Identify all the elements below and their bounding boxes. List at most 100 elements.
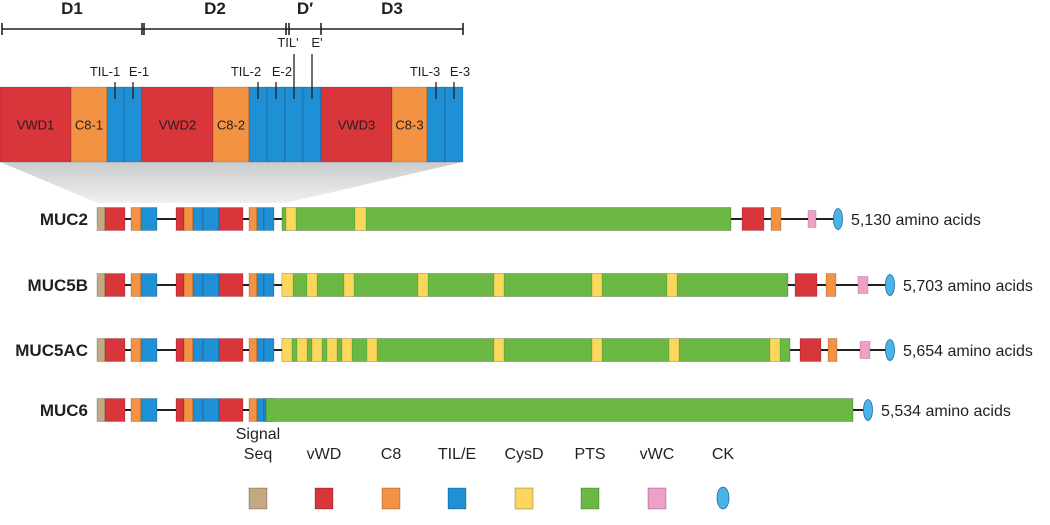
legend-item-pts: PTS — [574, 446, 606, 510]
zoom-wedge — [0, 162, 463, 203]
domain-c8 — [248, 207, 258, 231]
header-block-c8 — [391, 86, 428, 163]
domain-vwc — [857, 276, 869, 294]
domain-vwd — [104, 398, 126, 422]
callout-label-e-prime: E' — [311, 35, 322, 50]
legend-item-cysd: CysD — [504, 446, 544, 510]
protein-name-muc6: MUC6 — [40, 401, 88, 420]
region-label-d2: D2 — [204, 0, 226, 18]
domain-label-vwd2: VWD2 — [159, 118, 197, 133]
domain-pts — [281, 273, 789, 297]
legend-label-signal: Signal — [236, 426, 280, 443]
domain-til — [263, 338, 275, 362]
region-label-dprime: D′ — [297, 0, 313, 18]
protein-name-muc2: MUC2 — [40, 210, 88, 229]
domain-vwd — [175, 338, 185, 362]
legend-swatch-signal — [248, 487, 268, 510]
domain-vwc — [807, 210, 817, 228]
domain-ck — [885, 274, 895, 296]
domain-cysd — [354, 207, 367, 231]
domain-c8 — [248, 273, 258, 297]
domain-c8 — [770, 207, 782, 231]
protein-name-muc5b: MUC5B — [28, 276, 88, 295]
domain-signal — [96, 338, 106, 362]
domain-vwd — [218, 273, 244, 297]
domain-til — [192, 398, 204, 422]
domain-til — [192, 207, 204, 231]
legend-item-ck: CK — [712, 446, 735, 510]
legend-label-vwc: vWC — [640, 446, 675, 463]
domain-vwc — [859, 341, 871, 359]
domain-ck — [833, 208, 843, 230]
legend-swatch-c8 — [381, 487, 401, 510]
domain-vwd — [218, 338, 244, 362]
domain-vwd — [104, 207, 126, 231]
domain-label-c8-2: C8-2 — [217, 118, 245, 133]
region-label-d3: D3 — [381, 0, 403, 18]
domain-cysd — [341, 338, 353, 362]
region-label-d1: D1 — [61, 0, 83, 18]
callout-label-e-3: E-3 — [450, 64, 470, 79]
domain-signal — [96, 207, 106, 231]
domain-cysd — [666, 273, 678, 297]
legend-label-til: TIL/E — [438, 446, 476, 463]
domain-cysd — [591, 338, 603, 362]
domain-cysd — [281, 338, 293, 362]
domain-cysd — [493, 273, 505, 297]
domain-til — [202, 398, 220, 422]
domain-c8 — [130, 273, 142, 297]
domain-pts — [281, 207, 732, 231]
zoom-fan — [0, 162, 463, 203]
domain-label-vwd3: VWD3 — [338, 118, 376, 133]
callout-label-e-2: E-2 — [272, 64, 292, 79]
legend-label-c8: C8 — [381, 446, 402, 463]
domain-til — [202, 207, 220, 231]
domain-c8 — [183, 338, 194, 362]
domain-c8 — [248, 338, 258, 362]
callout-label-til-2: TIL-2 — [231, 64, 261, 79]
domain-vwd — [104, 273, 126, 297]
legend-swatch-vwd — [314, 487, 334, 510]
domain-cysd — [311, 338, 323, 362]
domain-c8 — [183, 273, 194, 297]
legend-label-cysd: CysD — [504, 446, 543, 463]
domain-signal — [96, 273, 106, 297]
domain-til — [263, 273, 275, 297]
legend-swatch-vwc — [647, 487, 667, 510]
domain-til — [256, 207, 265, 231]
domain-cysd — [285, 207, 297, 231]
domain-til — [263, 207, 275, 231]
legend-label-ck: CK — [712, 446, 735, 463]
domain-cysd — [281, 273, 294, 297]
domain-c8 — [827, 338, 838, 362]
domain-cysd — [366, 338, 378, 362]
domain-ck — [863, 399, 873, 421]
domain-vwd — [794, 273, 818, 297]
callout-label-e-1: E-1 — [129, 64, 149, 79]
domain-pts — [265, 398, 854, 422]
domain-til — [256, 338, 265, 362]
legend-item-vwc: vWC — [640, 446, 675, 510]
protein-length-muc5ac: 5,654 amino acids — [903, 343, 1033, 360]
domain-vwd — [175, 207, 185, 231]
domain-til — [140, 398, 158, 422]
legend-swatch-pts — [580, 487, 600, 510]
domain-vwd — [741, 207, 765, 231]
domain-vwd — [218, 398, 244, 422]
legend-label-vwd: vWD — [307, 446, 342, 463]
domain-til — [140, 273, 158, 297]
legend-label-signal: Seq — [244, 446, 272, 463]
protein-name-muc5ac: MUC5AC — [15, 341, 88, 360]
legend-item-c8: C8 — [381, 446, 402, 510]
domain-ck — [885, 339, 895, 361]
header-block-c8 — [212, 86, 250, 163]
domain-pts — [281, 338, 791, 362]
domain-cysd — [326, 338, 338, 362]
legend-swatch-ck — [716, 486, 730, 510]
domain-cysd — [493, 338, 505, 362]
